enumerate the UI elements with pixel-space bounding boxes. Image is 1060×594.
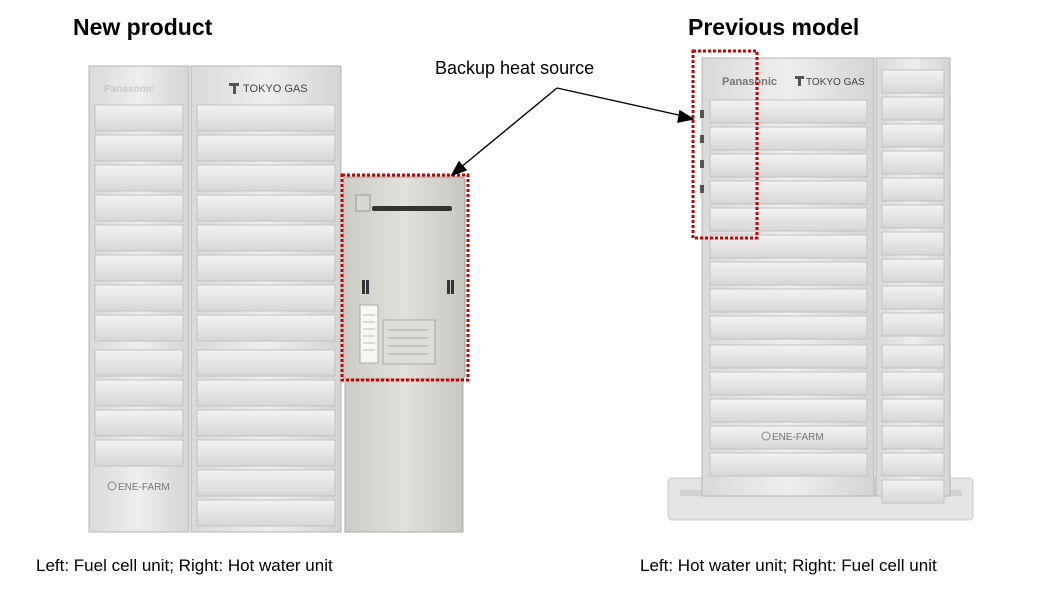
ene-farm-logo: ENE-FARM [118,482,170,493]
cabinet-panel [709,126,868,151]
tokyo-gas-mark-icon [229,83,239,94]
cabinet-panel [196,349,336,377]
panasonic-logo-faded: Panasonic [104,84,154,95]
cabinet-panel [196,439,336,467]
cabinet-panel [709,371,868,396]
cabinet-panel [94,134,184,162]
cabinet-panel [196,284,336,312]
cabinet-panel [94,224,184,252]
cabinet-panel [709,234,868,259]
cabinet-panel [196,164,336,192]
cabinet-panel [709,261,868,286]
cabinet-panel [881,231,945,256]
cabinet-panel [94,164,184,192]
cabinet-panel [881,177,945,202]
cabinet-panel [709,315,868,340]
cabinet-panel [881,371,945,396]
cabinet-panel [196,254,336,282]
previous-model-caption: Left: Hot water unit; Right: Fuel cell u… [640,556,937,575]
highlight-box-previous [691,49,759,240]
panasonic-logo: Panasonic [722,76,777,88]
previous-fuel-cell-unit [875,57,951,504]
cabinet-panel [709,425,868,450]
cabinet-panel [196,469,336,497]
cabinet-panel [196,134,336,162]
cabinet-panel [881,312,945,337]
cabinet-panel [709,398,868,423]
cabinet-panel [881,479,945,504]
new-fuel-cell-unit: Panasonic ENE-FARM [88,65,190,533]
cabinet-panel [881,452,945,477]
cabinet-panel [881,344,945,369]
cabinet-panel [709,207,868,232]
cabinet-panel [94,254,184,282]
backup-heat-source-label: Backup heat source [435,58,595,78]
ene-farm-mark-icon-previous [761,431,771,441]
ene-farm-logo-previous: ENE-FARM [772,432,824,443]
cabinet-panel [881,123,945,148]
cabinet-panel [709,153,868,178]
cabinet-panel [881,69,945,94]
new-backup-heat-source-unit [342,176,466,533]
cabinet-panel [94,409,184,437]
annotation-arrows [450,87,695,177]
cabinet-panel [196,379,336,407]
new-product-caption: Left: Fuel cell unit; Right: Hot water u… [36,556,333,575]
cabinet-panel [709,344,868,369]
previous-hot-water-unit: Panasonic TOKYO GAS ENE-FARM [700,57,875,497]
new-product-title: New product [73,14,213,40]
cabinet-panel [881,425,945,450]
cabinet-panel [709,99,868,124]
cabinet-panel [94,439,184,467]
cabinet-panel [709,452,868,477]
highlight-box-new [340,173,470,382]
cabinet-panel [94,194,184,222]
cabinet-panel [881,258,945,283]
cabinet-panel [881,398,945,423]
previous-model-title: Previous model [688,14,860,40]
cabinet-panel [881,285,945,310]
cabinet-panel [196,409,336,437]
cabinet-panel [881,96,945,121]
cabinet-panel [196,499,336,527]
cabinet-panel [94,379,184,407]
cabinet-panel [709,180,868,205]
cabinet-panel [881,204,945,229]
cabinet-panel [196,224,336,252]
ene-farm-mark-icon [107,481,117,491]
cabinet-panel [94,349,184,377]
cabinet-panel [196,314,336,342]
cabinet-panel [709,288,868,313]
tokyo-gas-mark-icon-previous [795,76,804,86]
tokyo-gas-logo: TOKYO GAS [243,83,308,95]
new-hot-water-unit: TOKYO GAS [190,65,342,533]
cabinet-panel [94,314,184,342]
cabinet-panel [94,104,184,132]
cabinet-panel [196,194,336,222]
tokyo-gas-logo-previous: TOKYO GAS [806,77,865,88]
cabinet-panel [196,104,336,132]
cabinet-panel [94,284,184,312]
cabinet-panel [881,150,945,175]
